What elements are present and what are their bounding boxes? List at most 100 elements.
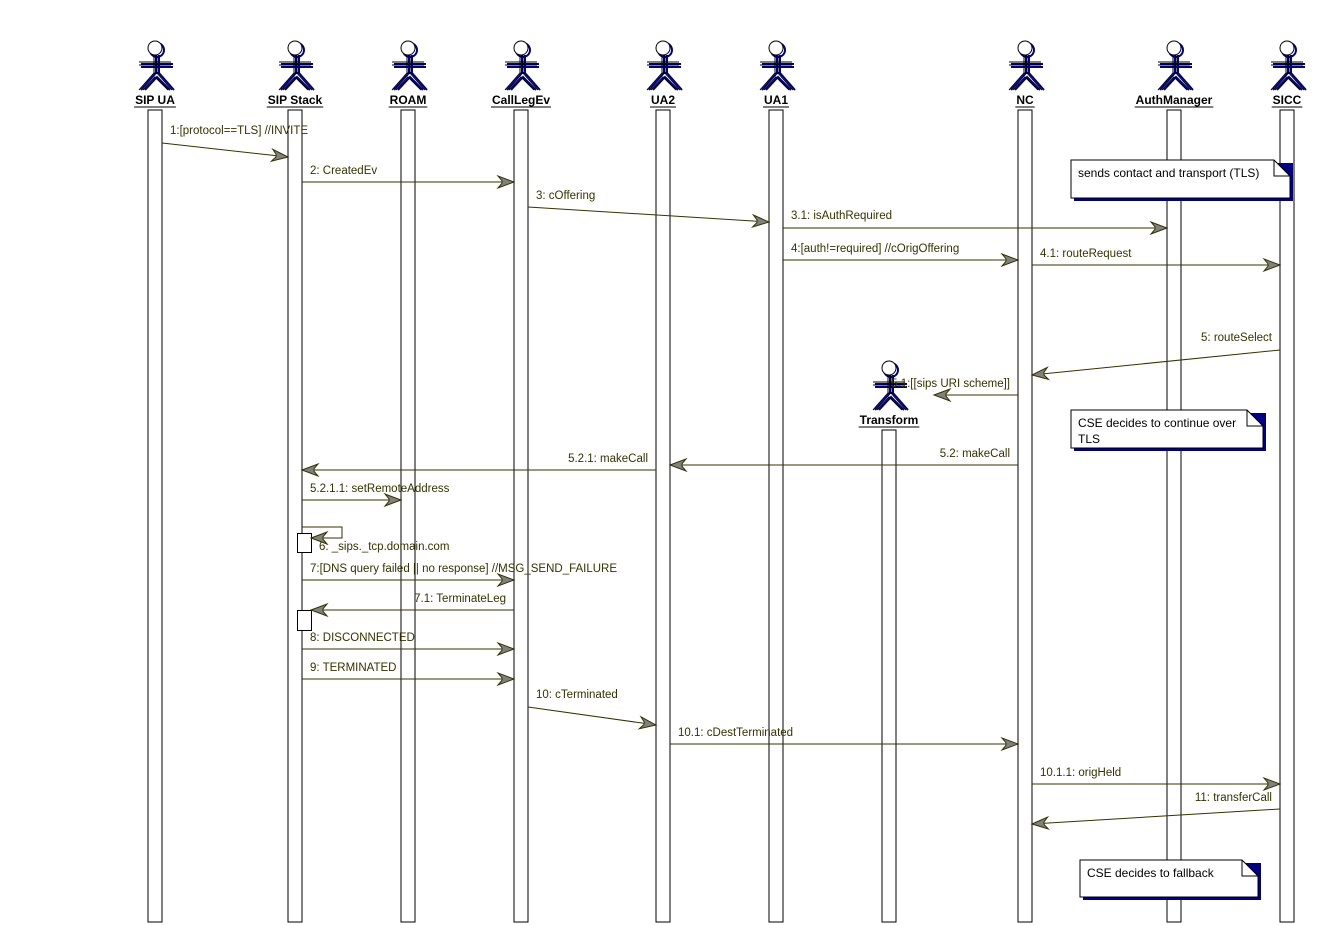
activation-box (297, 533, 312, 553)
message-label: 4.1: routeRequest (1040, 248, 1132, 260)
actor-name: SIP UA (135, 93, 175, 107)
note-dogear (1246, 410, 1263, 427)
arrowhead (496, 174, 516, 190)
arrowhead (1000, 736, 1020, 752)
arrowhead (309, 530, 329, 546)
actor-icon (1157, 72, 1192, 91)
arrowhead (1030, 366, 1051, 381)
message: 10.1: cDestTerminated (670, 727, 1020, 752)
actor-icon (881, 360, 897, 376)
actor-shadow (284, 75, 311, 91)
message-label: 5.2: makeCall (940, 448, 1010, 460)
actor-sip-stack: SIP Stack (266, 40, 324, 108)
lifeline-authmanager (1166, 109, 1182, 923)
arrowhead (1000, 252, 1020, 268)
actor-roam: ROAM (388, 40, 428, 108)
actor-icon (287, 40, 303, 56)
actor-name: Transform (860, 413, 919, 427)
arrowhead (496, 671, 516, 687)
actor-shadow (144, 75, 171, 91)
actor-name: AuthManager (1136, 93, 1213, 107)
lifeline-sipstack (287, 109, 303, 923)
message-label: 10.1.1: origHeld (1040, 767, 1121, 779)
actor-name: NC (1016, 93, 1034, 107)
actor-icon (1012, 76, 1039, 91)
actor-shadow (878, 395, 905, 411)
arrowhead (300, 462, 320, 478)
actor-icon (395, 76, 422, 91)
arrowhead (668, 457, 688, 473)
actor-name: SIP Stack (268, 93, 323, 107)
actor-icon (1161, 76, 1188, 91)
actor-icon (391, 72, 426, 91)
lifeline-sicc (1279, 109, 1295, 923)
actor-icon (513, 40, 529, 56)
actor-icon (147, 40, 163, 56)
actor-shadow (1276, 75, 1303, 91)
message-label: 7:[DNS query failed || no response] //MS… (310, 563, 617, 575)
message-line (527, 706, 657, 726)
actor-transform: Transform (858, 360, 920, 428)
actor-icon (278, 72, 313, 91)
note-text: CSE decides to continue over (1078, 416, 1236, 430)
note: CSE decides to fallback (1079, 859, 1261, 900)
arrowhead (1030, 815, 1050, 831)
note-text: TLS (1078, 432, 1100, 446)
actor-icon (1008, 72, 1043, 91)
message: 3.1: isAuthRequired (783, 210, 1169, 236)
message: 1:[protocol==TLS] //INVITE (161, 125, 308, 163)
lifeline-roam (400, 109, 416, 923)
actor-icon (1279, 40, 1295, 56)
message-label: 10: cTerminated (536, 689, 618, 701)
actor-icon (650, 76, 677, 91)
actor-shadow (397, 75, 424, 91)
actor-icon (655, 40, 671, 56)
message-label: 9: TERMINATED (310, 662, 396, 674)
arrowhead (932, 387, 952, 403)
lifeline-calllegev (513, 109, 529, 923)
arrowhead (496, 572, 516, 588)
actor-shadow (510, 75, 537, 91)
message: 10: cTerminated (527, 689, 658, 730)
actor-icon (768, 40, 784, 56)
message: 9: TERMINATED (302, 662, 516, 687)
note-dogear (1241, 860, 1258, 877)
arrowhead (1149, 220, 1169, 236)
note-box (1070, 409, 1264, 449)
message: 4:[auth!=required] //cOrigOffering (783, 243, 1020, 268)
message: 8: DISCONNECTED (302, 632, 516, 657)
actor-name: CallLegEv (492, 93, 550, 107)
message: 4.1: routeRequest (1032, 248, 1282, 273)
arrowhead (383, 492, 403, 508)
message-label: 7.1: TerminateLeg (414, 593, 506, 605)
message: 5.1:[[sips URI scheme]] (891, 378, 1018, 403)
message: 10.1.1: origHeld (1032, 767, 1282, 792)
message-line (161, 142, 289, 158)
message: 5.2.1.1: setRemoteAddress (302, 483, 450, 508)
message-label: 5: routeSelect (1201, 332, 1273, 344)
message-line (1031, 349, 1281, 376)
lifeline-transform (881, 429, 897, 923)
actor-ua2: UA2 (646, 40, 683, 108)
message: 5.2.1: makeCall (300, 453, 656, 478)
message: 3: cOffering (527, 190, 771, 229)
arrowhead (496, 641, 516, 657)
actor-calllegev: CallLegEv (490, 40, 552, 108)
actor-icon (1017, 40, 1033, 56)
arrowhead (1262, 776, 1282, 792)
message-label: 3: cOffering (536, 190, 595, 202)
actor-icon (138, 72, 173, 91)
actor-icon (1270, 72, 1305, 91)
note-text: CSE decides to fallback (1087, 866, 1215, 880)
actor-nc: NC (1008, 40, 1045, 108)
actor-icon (508, 76, 535, 91)
message-label: 1:[protocol==TLS] //INVITE (170, 125, 308, 137)
actor-icon (872, 392, 907, 411)
message: 7.1: TerminateLeg (309, 593, 514, 618)
actor-icon (763, 76, 790, 91)
lifeline-sipua (147, 109, 163, 923)
message: 7:[DNS query failed || no response] //MS… (302, 563, 617, 588)
actor-shadow (652, 75, 679, 91)
